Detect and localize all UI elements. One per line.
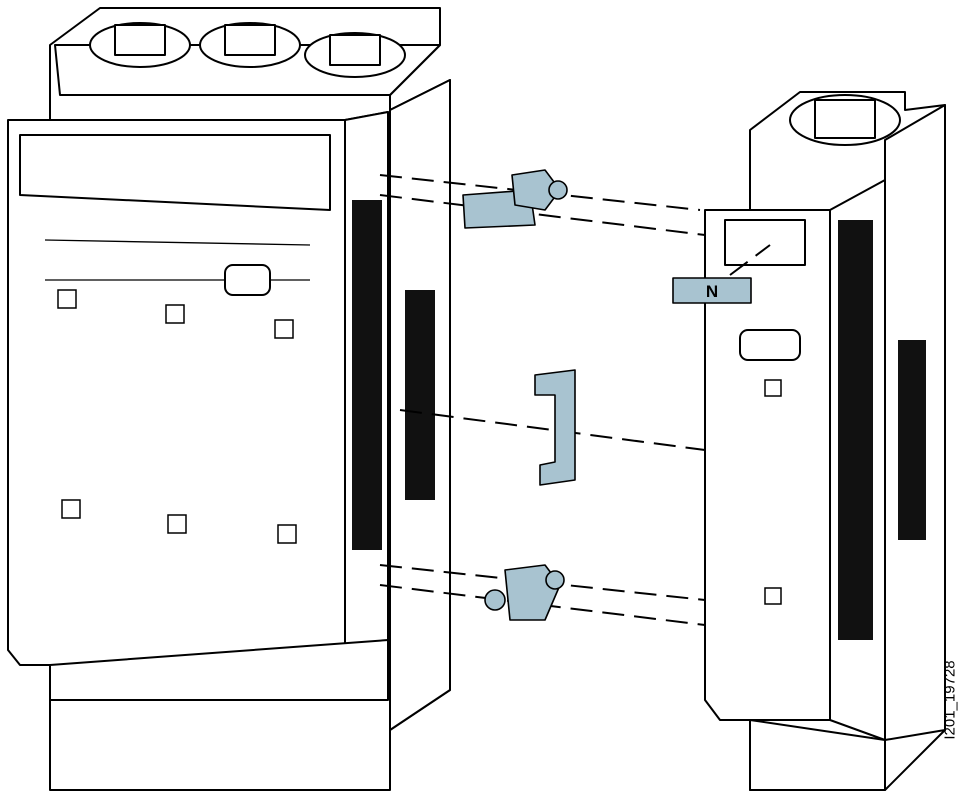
right-neutral-unit bbox=[704, 91, 946, 791]
top-terminal-covers bbox=[89, 22, 406, 78]
left-fuse-switch-unit bbox=[7, 7, 451, 791]
right-screw-square bbox=[764, 379, 782, 397]
right-screw-square bbox=[764, 587, 782, 605]
upper-connector-part bbox=[462, 169, 568, 229]
middle-bracket-part bbox=[534, 369, 576, 486]
left-vent-slots bbox=[352, 200, 435, 550]
n-label-text: N bbox=[706, 282, 718, 301]
left-handle bbox=[19, 134, 331, 211]
left-screw-squares bbox=[57, 289, 297, 544]
lower-connector-part bbox=[484, 564, 565, 621]
drawing-id-label: I201_19728 bbox=[941, 660, 959, 740]
n-label-marker: N bbox=[672, 277, 752, 304]
